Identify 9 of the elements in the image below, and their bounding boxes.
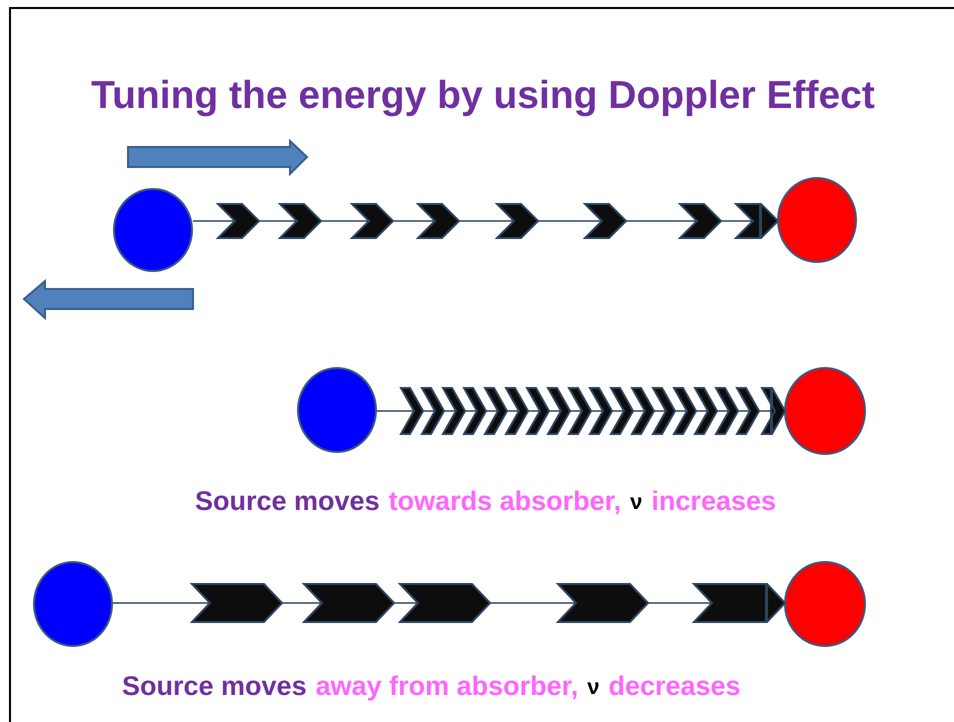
title: Tuning the energy by using Doppler Effect xyxy=(90,74,876,118)
caption-text: Source moves xyxy=(122,671,307,702)
caption-text: ν xyxy=(630,489,642,516)
caption-text: Source moves xyxy=(195,486,380,517)
caption-text: ν xyxy=(587,674,600,701)
caption-text: increases xyxy=(651,486,776,517)
caption-text: decreases xyxy=(608,671,741,702)
caption-text: away from absorber, xyxy=(316,671,578,702)
caption-text: towards absorber, xyxy=(388,486,622,517)
